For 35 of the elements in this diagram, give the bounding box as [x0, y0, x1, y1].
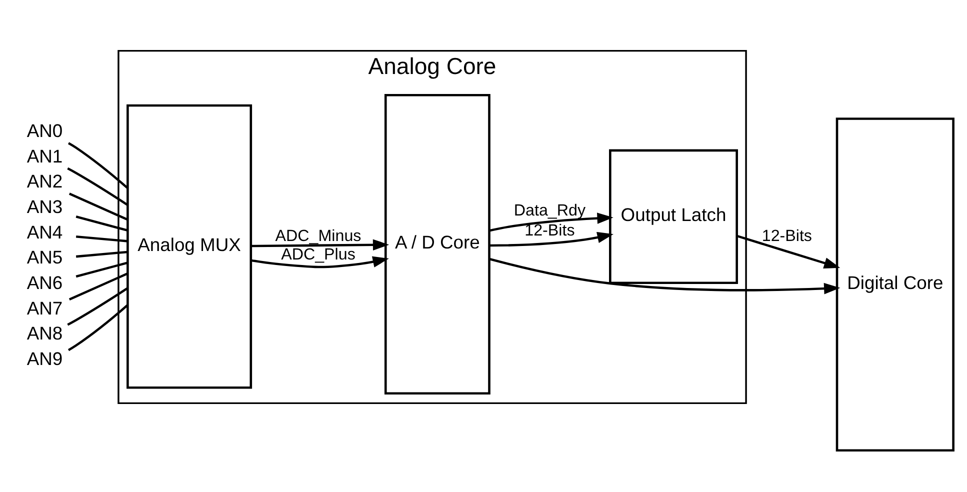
node-text: AN1: [26, 145, 63, 166]
node-text: AN3: [26, 196, 63, 217]
arrow: [489, 232, 614, 247]
node-box: A / D Core: [384, 94, 490, 395]
arrow: [250, 239, 390, 251]
connector: [68, 142, 128, 189]
node-text: AN4: [26, 221, 63, 242]
edge-label: ADC_Minus: [275, 227, 362, 246]
node-text: AN9: [26, 348, 63, 369]
connector: [76, 250, 128, 258]
node-text: AN0: [26, 120, 63, 141]
edge-label: 12-Bits: [762, 227, 812, 246]
connector: [76, 262, 128, 278]
edge-label: Data_Rdy: [514, 202, 586, 220]
connector: [76, 216, 128, 232]
node-box: Digital Core: [836, 118, 954, 452]
arrow: [250, 256, 389, 268]
node-text: AN8: [26, 322, 63, 344]
connector: [68, 304, 128, 352]
edge-label: 12-Bits: [524, 221, 575, 240]
node-text: AN7: [26, 297, 63, 318]
arrow: [489, 258, 840, 294]
edge-label: ADC_Plus: [281, 245, 356, 264]
arrow: [489, 212, 614, 232]
connector: [67, 167, 128, 206]
node-text: AN2: [26, 170, 63, 192]
connector: [68, 272, 128, 300]
node-box: Analog MUX: [126, 104, 252, 389]
connector: [68, 192, 128, 221]
arrow: [736, 234, 840, 269]
node-text: AN5: [26, 246, 63, 268]
connector: [76, 235, 128, 242]
node-text: AN6: [26, 272, 63, 293]
node-box: Output Latch: [609, 149, 738, 284]
connector: [67, 287, 128, 326]
